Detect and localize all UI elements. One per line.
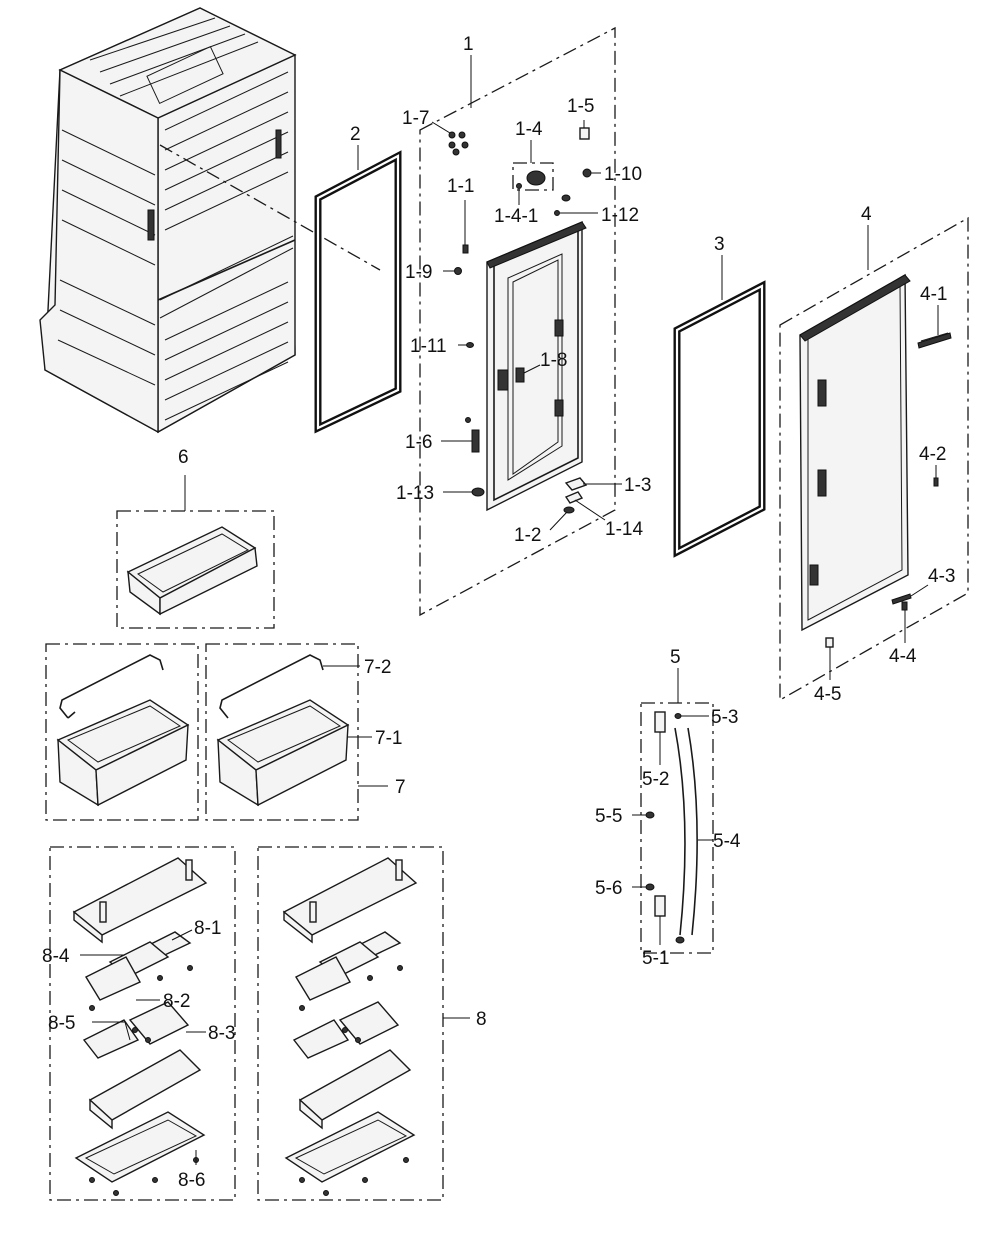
- refrigerator-cabinet: [39, 7, 297, 434]
- label-8-5: 8-5: [48, 1013, 75, 1034]
- label-1-2: 1-2: [514, 525, 541, 546]
- label-4-1: 4-1: [920, 284, 947, 305]
- label-1-7: 1-7: [402, 108, 429, 129]
- label-1-14: 1-14: [605, 519, 643, 540]
- label-1-10: 1-10: [604, 164, 642, 185]
- label-4: 4: [861, 204, 872, 225]
- leader-lines: [80, 55, 939, 1165]
- part-6-door-bin: [126, 526, 258, 616]
- part-1-group-boundary: [419, 26, 616, 617]
- part-7-right-boundary: [205, 643, 359, 821]
- label-8-4: 8-4: [42, 946, 70, 967]
- label-7-1: 7-1: [375, 728, 402, 749]
- part-8-shelf-assy-left: [72, 857, 208, 1196]
- part-1-door-frame: [486, 220, 587, 512]
- label-5-6: 5-6: [595, 878, 622, 899]
- label-4-4: 4-4: [889, 646, 917, 667]
- alignment-line: [159, 144, 381, 271]
- part-7-left-boundary: [45, 643, 199, 821]
- label-5-5: 5-5: [595, 806, 622, 827]
- label-1-8: 1-8: [540, 350, 567, 371]
- part-5-group-boundary: [640, 702, 714, 954]
- label-1-13: 1-13: [396, 483, 434, 504]
- label-5-4: 5-4: [713, 831, 741, 852]
- part-7-bin-left: [56, 654, 190, 807]
- part-8-right-boundary: [257, 846, 444, 1201]
- label-5-1: 5-1: [642, 948, 669, 969]
- part-8-shelf-assy-right: [282, 857, 418, 1196]
- part-3-gasket: [673, 280, 766, 558]
- label-7: 7: [395, 777, 406, 798]
- label-8-2: 8-2: [163, 991, 190, 1012]
- label-4-2: 4-2: [919, 444, 946, 465]
- label-3: 3: [714, 234, 725, 255]
- label-1: 1: [463, 34, 474, 55]
- label-6: 6: [178, 447, 189, 468]
- label-1-5: 1-5: [567, 96, 594, 117]
- part-4-small-components: [825, 332, 952, 648]
- label-1-12: 1-12: [601, 205, 639, 226]
- label-5-3: 5-3: [711, 707, 738, 728]
- label-4-3: 4-3: [928, 566, 955, 587]
- part-1-small-components: [448, 127, 592, 514]
- label-5: 5: [670, 647, 681, 668]
- label-7-2: 7-2: [364, 657, 391, 678]
- label-1-4: 1-4: [515, 119, 543, 140]
- label-1-4-1: 1-4-1: [494, 206, 538, 227]
- label-8-6: 8-6: [178, 1170, 205, 1191]
- label-4-5: 4-5: [814, 684, 841, 705]
- label-1-3: 1-3: [624, 475, 651, 496]
- part-4-door-panel: [799, 273, 911, 632]
- part-6-group-boundary: [116, 510, 275, 629]
- label-8-1: 8-1: [194, 918, 221, 939]
- part-4-group-boundary: [779, 216, 969, 702]
- part-8-left-boundary: [49, 846, 236, 1201]
- label-1-9: 1-9: [405, 262, 432, 283]
- part-7-bin-right: [216, 654, 350, 807]
- label-1-6: 1-6: [405, 432, 432, 453]
- label-2: 2: [350, 124, 361, 145]
- part-5-handle: [645, 711, 698, 944]
- part-2-gasket: [314, 150, 402, 434]
- label-8-3: 8-3: [208, 1023, 235, 1044]
- part-labels: 1 2 3 4 1-7 1-5 1-4 1-10 1-1 1-4-1 1-12 …: [42, 34, 955, 1191]
- label-1-11: 1-11: [410, 336, 447, 357]
- label-1-1: 1-1: [447, 176, 474, 197]
- label-8: 8: [476, 1009, 487, 1030]
- label-5-2: 5-2: [642, 769, 669, 790]
